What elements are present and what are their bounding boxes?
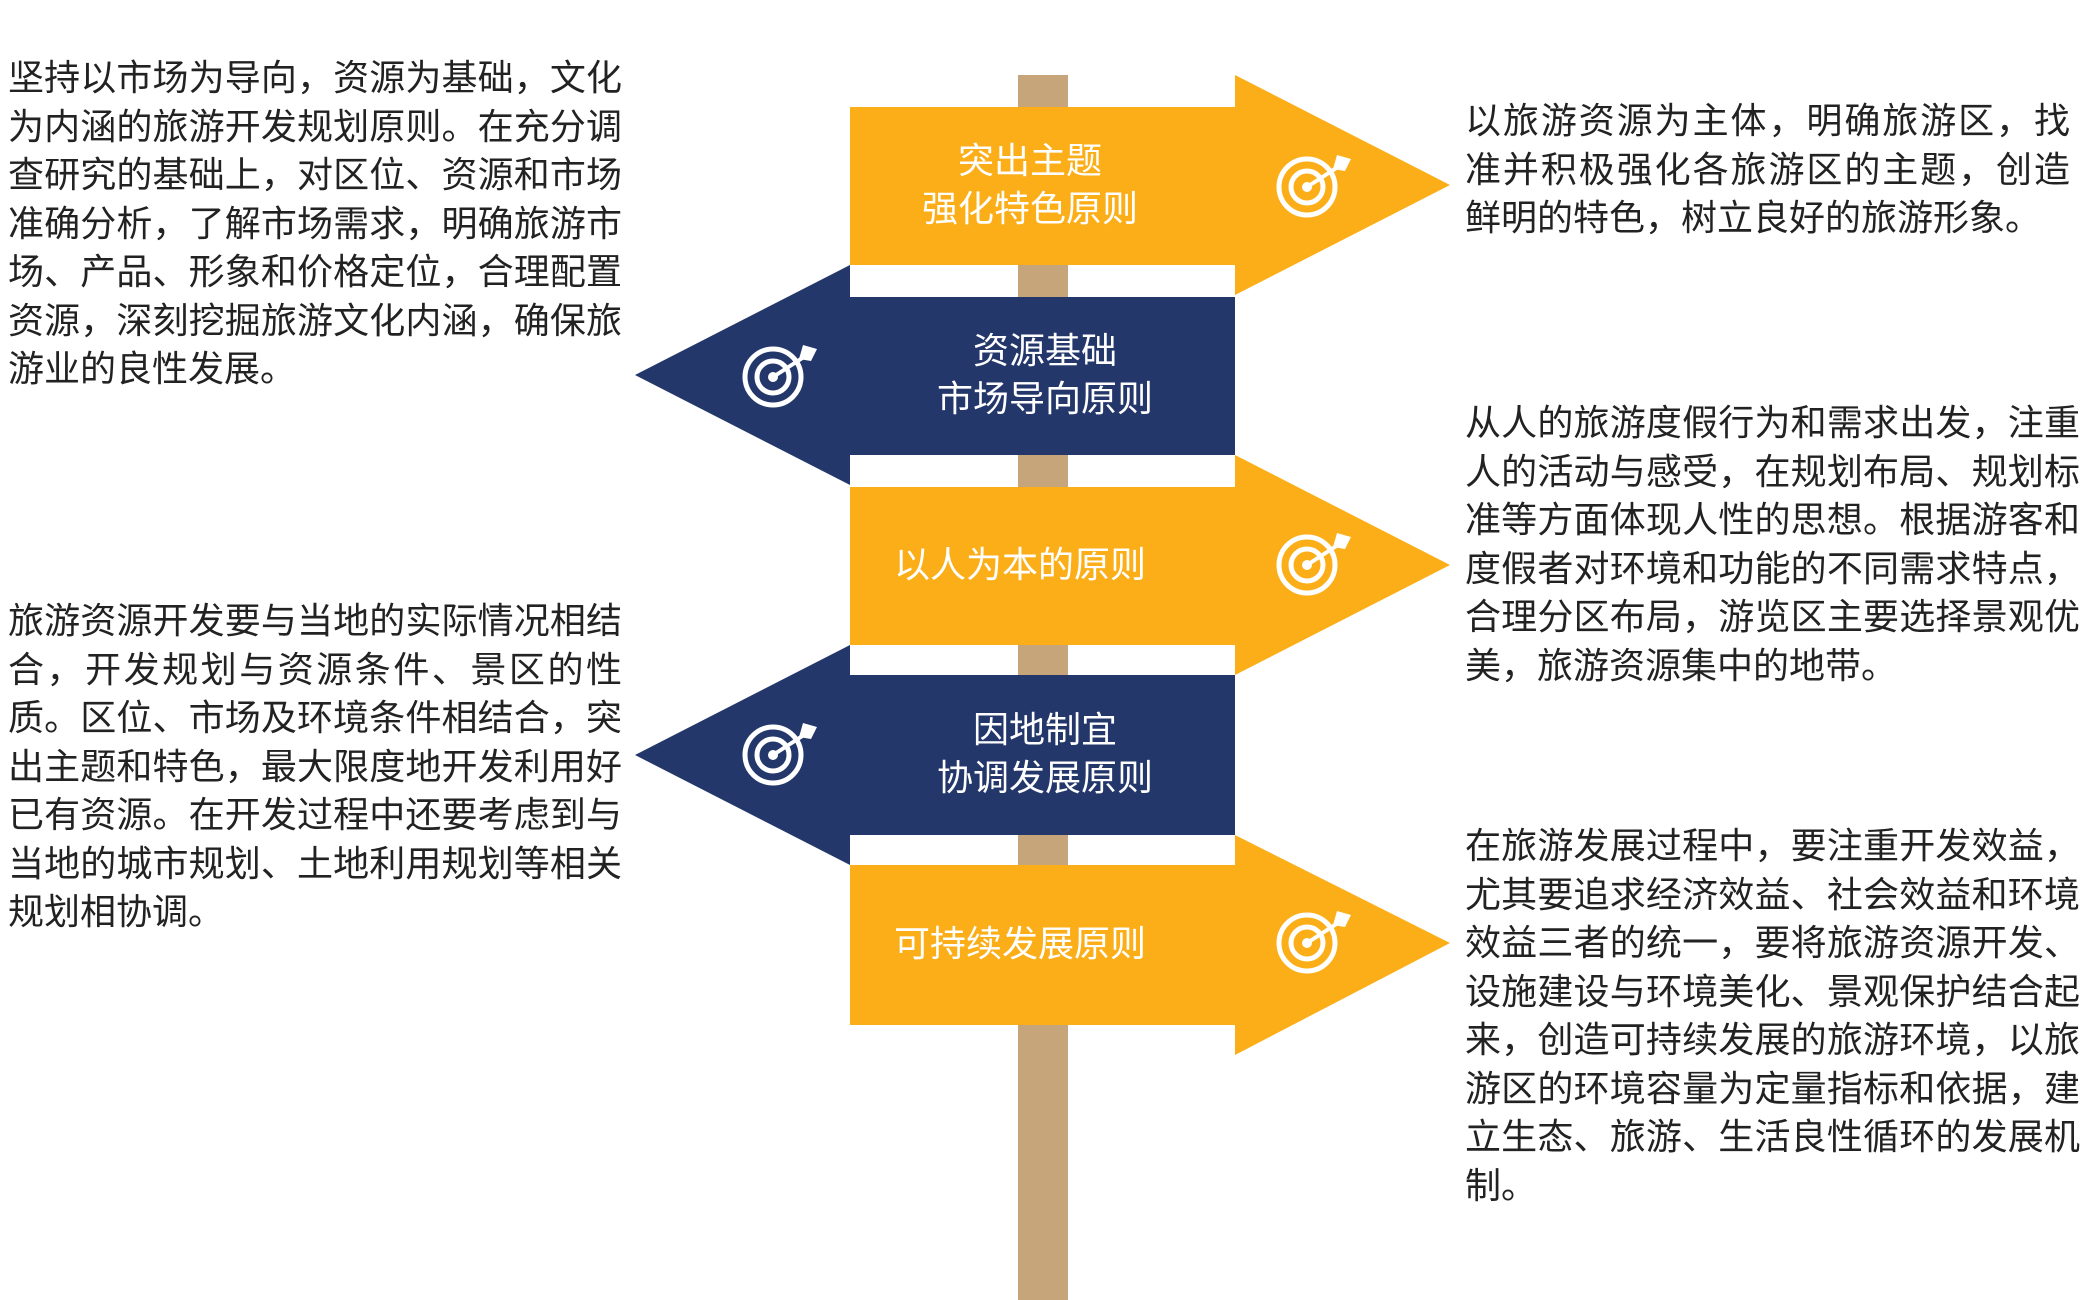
- target-arrow-icon: [1276, 155, 1351, 218]
- target-arrow-icon: [1276, 911, 1351, 974]
- sign-label-line: 资源基础: [972, 331, 1117, 372]
- arrow-right-shape: [850, 835, 1450, 1055]
- arrow-left-shape: [635, 645, 1235, 865]
- description-right-3: 在旅游发展过程中，要注重开发效益，尤其要追求经济效益、社会效益和环境效益三者的统…: [1465, 826, 2080, 1207]
- description-left-2: 旅游资源开发要与当地的实际情况相结合，开发规划与资源条件、景区的性质。区位、市场…: [8, 601, 622, 933]
- sign-label-line: 突出主题: [957, 141, 1102, 182]
- sign-label-line: 以人为本的原则: [893, 545, 1146, 586]
- sign-label-line: 强化特色原则: [921, 189, 1138, 230]
- arrow-right-shape: [850, 75, 1450, 295]
- sign-resource-market: 资源基础 市场导向原则: [635, 265, 1235, 485]
- target-arrow-icon: [742, 345, 817, 408]
- sign-local-conditions: 因地制宜 协调发展原则: [635, 645, 1235, 865]
- description-right-2: 从人的旅游度假行为和需求出发，注重人的活动与感受，在规划布局、规划标准等方面体现…: [1465, 403, 2080, 687]
- sign-label-line: 协调发展原则: [936, 758, 1153, 799]
- sign-label-line: 可持续发展原则: [893, 924, 1146, 965]
- sign-label: 突出主题 强化特色原则: [850, 107, 1210, 265]
- sign-label: 资源基础 市场导向原则: [875, 297, 1215, 455]
- arrow-right-shape: [850, 455, 1450, 675]
- sign-label: 以人为本的原则: [850, 487, 1190, 645]
- sign-sustainable: 可持续发展原则: [850, 835, 1450, 1055]
- sign-label: 因地制宜 协调发展原则: [875, 675, 1215, 835]
- sign-label-line: 市场导向原则: [936, 379, 1153, 420]
- description-right-1: 以旅游资源为主体，明确旅游区，找准并积极强化各旅游区的主题，创造鲜明的特色，树立…: [1465, 101, 2070, 239]
- sign-people-oriented: 以人为本的原则: [850, 455, 1450, 675]
- sign-standout-theme: 突出主题 强化特色原则: [850, 75, 1450, 295]
- sign-label-line: 因地制宜: [972, 710, 1117, 751]
- sign-label: 可持续发展原则: [850, 865, 1190, 1025]
- target-arrow-icon: [742, 723, 817, 786]
- target-arrow-icon: [1276, 533, 1351, 596]
- arrow-left-shape: [635, 265, 1235, 485]
- description-left-1: 坚持以市场为导向，资源为基础，文化为内涵的旅游开发规划原则。在充分调查研究的基础…: [8, 58, 622, 390]
